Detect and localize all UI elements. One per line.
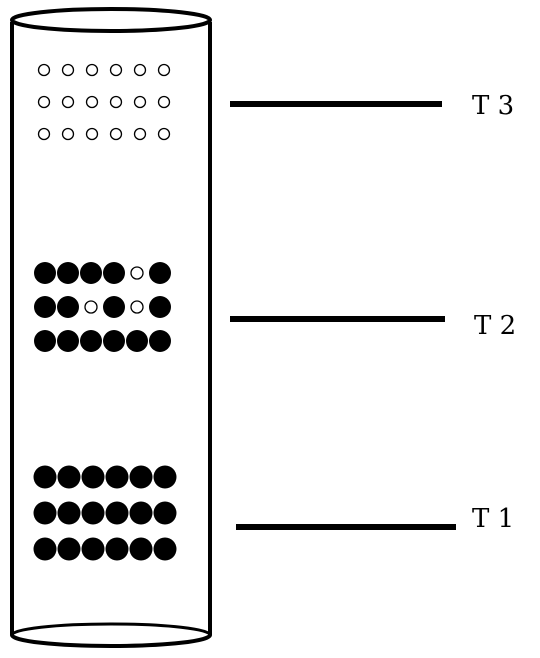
tube xyxy=(10,7,212,648)
particle-filled xyxy=(103,296,125,318)
particle-filled xyxy=(80,330,102,352)
particle-filled xyxy=(80,262,102,284)
marker-label-t2: T 2 xyxy=(474,311,516,341)
particle-group-bottom xyxy=(33,465,177,561)
particle-filled xyxy=(57,262,79,284)
particle-open xyxy=(109,95,123,109)
particle-open xyxy=(85,63,99,77)
particle-filled xyxy=(57,330,79,352)
particle-filled xyxy=(81,465,105,489)
particle-filled xyxy=(57,296,79,318)
particle-filled xyxy=(81,537,105,561)
particle-open xyxy=(37,95,51,109)
particle-filled xyxy=(33,537,57,561)
marker-label-t1: T 1 xyxy=(472,504,514,534)
particle-group-middle xyxy=(34,262,171,352)
particle-filled xyxy=(81,501,105,525)
particle-filled xyxy=(105,537,129,561)
tube-bottom-rim xyxy=(10,634,212,648)
particle-filled xyxy=(126,330,148,352)
marker-t3: T 3 xyxy=(230,91,514,121)
marker-t1: T 1 xyxy=(236,504,514,534)
particle-filled xyxy=(33,501,57,525)
particle-filled xyxy=(149,330,171,352)
particle-open xyxy=(61,63,75,77)
tube-bottom-back-edge xyxy=(10,622,212,636)
particle-filled xyxy=(149,262,171,284)
particle-open xyxy=(85,95,99,109)
particle-open xyxy=(157,63,171,77)
particle-filled xyxy=(34,296,56,318)
particle-open xyxy=(85,127,99,141)
particle-open xyxy=(133,127,147,141)
particle-filled xyxy=(34,262,56,284)
particle-filled xyxy=(153,465,177,489)
particle-filled xyxy=(34,330,56,352)
particle-open xyxy=(133,63,147,77)
particle-open xyxy=(84,300,98,314)
particle-open xyxy=(130,300,144,314)
particle-group-top xyxy=(37,63,171,141)
particle-open xyxy=(37,63,51,77)
particle-open xyxy=(157,127,171,141)
particle-filled xyxy=(105,465,129,489)
particle-filled xyxy=(57,501,81,525)
particle-open xyxy=(61,95,75,109)
particle-filled xyxy=(103,330,125,352)
particle-open xyxy=(37,127,51,141)
particle-open xyxy=(61,127,75,141)
particle-filled xyxy=(57,465,81,489)
particle-filled xyxy=(129,465,153,489)
particle-filled xyxy=(103,262,125,284)
particle-open xyxy=(133,95,147,109)
tube-top-rim xyxy=(10,7,212,33)
particle-filled xyxy=(153,537,177,561)
particle-open xyxy=(109,127,123,141)
particle-filled xyxy=(33,465,57,489)
particle-filled xyxy=(129,501,153,525)
particle-filled xyxy=(149,296,171,318)
particle-open xyxy=(130,266,144,280)
particles xyxy=(33,63,177,561)
particle-open xyxy=(109,63,123,77)
marker-t2: T 2 xyxy=(230,311,516,341)
particle-filled xyxy=(153,501,177,525)
particle-open xyxy=(157,95,171,109)
particle-filled xyxy=(129,537,153,561)
marker-label-t3: T 3 xyxy=(472,91,514,121)
particle-filled xyxy=(57,537,81,561)
particle-filled xyxy=(105,501,129,525)
